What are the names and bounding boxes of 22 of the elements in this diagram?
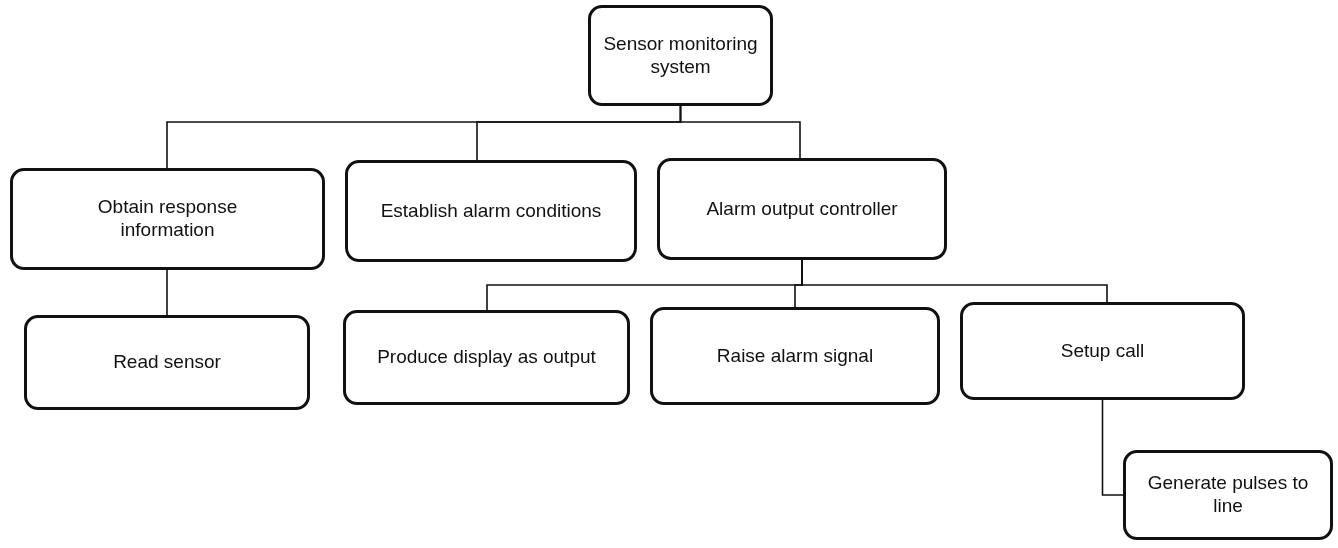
process-box: [24, 315, 310, 410]
process-box: [343, 310, 630, 405]
box-label: Generate pulses to line: [1146, 472, 1310, 518]
process-box: [10, 168, 325, 270]
connector-line: [801, 259, 1108, 303]
box-label: Raise alarm signal: [716, 344, 874, 368]
box-label: Obtain response information: [96, 196, 239, 242]
process-box: [1123, 450, 1333, 540]
box-label: Alarm output controller: [706, 197, 898, 221]
box-label: Read sensor: [113, 351, 221, 374]
connector-line: [1101, 399, 1124, 496]
box-label: Establish alarm conditions: [380, 199, 602, 223]
process-box: [650, 307, 940, 405]
connector-line: [679, 105, 801, 159]
box-label: Sensor monitoring system: [602, 32, 759, 79]
box-label: Setup call: [1060, 339, 1145, 363]
process-box: [657, 158, 947, 260]
box-label: Produce display as output: [377, 346, 596, 369]
connector-line: [166, 269, 168, 316]
process-box: [960, 302, 1245, 400]
process-box: [345, 160, 637, 262]
process-box: [588, 5, 773, 106]
